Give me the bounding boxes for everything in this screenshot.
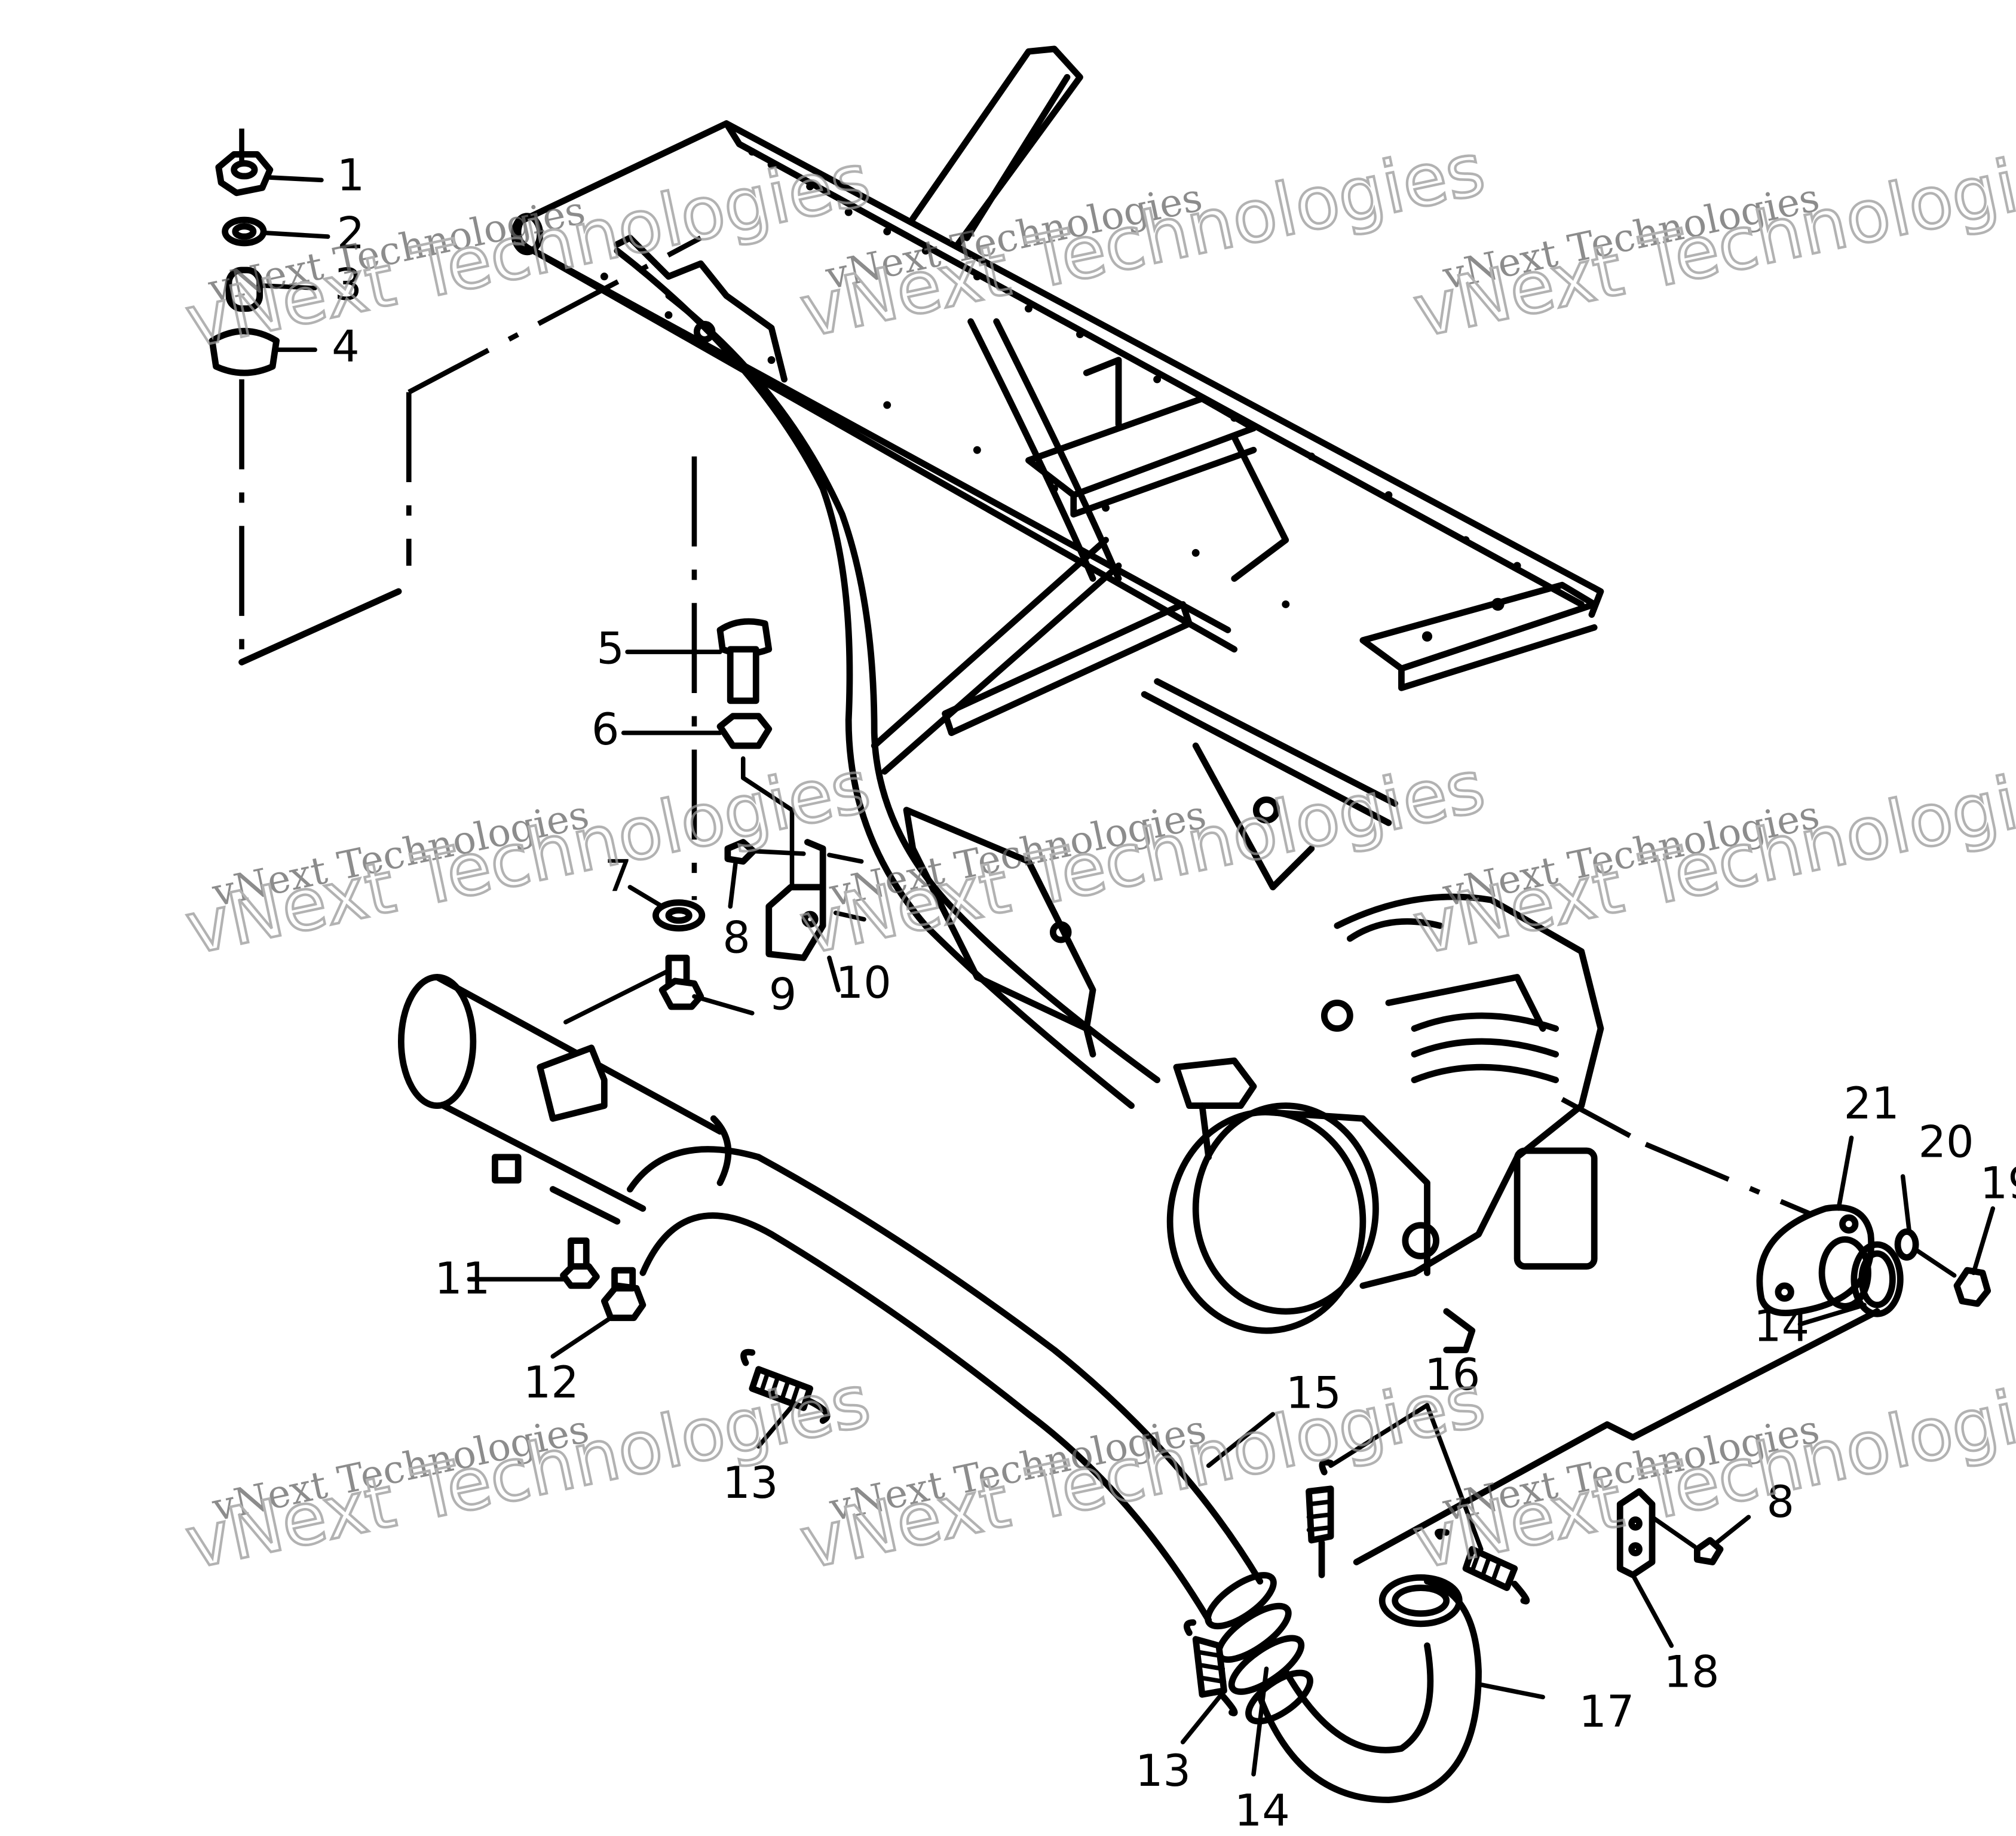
callout-12: 12 [523, 1357, 579, 1408]
callout-4: 4 [332, 321, 360, 372]
muffler-fasteners [560, 1237, 647, 1322]
callout-21: 21 [1844, 1078, 1899, 1129]
callout-6: 6 [592, 704, 620, 755]
watermarks: vNext Technologies vNext Technologies vN… [178, 126, 2016, 1587]
callout-20: 20 [1918, 1117, 1974, 1168]
callout-1: 1 [337, 151, 365, 201]
engine-assembly [1166, 893, 1647, 1353]
callout-17: 17 [1579, 1687, 1634, 1737]
callout-10: 10 [836, 958, 891, 1009]
rear-bracket [1353, 1308, 1880, 1578]
callout-11: 11 [434, 1253, 490, 1304]
callout-7: 7 [604, 851, 632, 902]
callout-labels: 1 2 3 4 5 6 7 8 9 10 11 12 13 13 14 14 1… [332, 151, 2016, 1836]
bracket-hardware [563, 618, 866, 1025]
exhaust-flange [1644, 1142, 1992, 1317]
muffler [397, 974, 732, 1225]
watermark-outline: vNext Technologies [1407, 127, 2016, 354]
callout-14-right: 14 [1754, 1301, 1809, 1351]
mount-hardware-stack [209, 128, 702, 900]
callout-2: 2 [337, 208, 365, 259]
callout-13-upper: 13 [722, 1458, 778, 1509]
callout-18: 18 [1663, 1647, 1719, 1697]
callout-13-lower: 13 [1135, 1746, 1191, 1797]
frame-assembly [511, 45, 1604, 1109]
exhaust-springs [740, 1348, 1530, 1717]
callout-19: 19 [1980, 1158, 2016, 1209]
callout-8-right: 8 [1767, 1477, 1795, 1528]
exhaust-pipe [626, 1146, 1313, 1725]
callout-3: 3 [334, 259, 362, 310]
head-pipe [1257, 1574, 1482, 1804]
callout-9: 9 [769, 969, 797, 1020]
leader-lines [257, 175, 1996, 1777]
callout-15: 15 [1286, 1368, 1341, 1418]
callout-16: 16 [1424, 1350, 1480, 1400]
callout-8: 8 [722, 913, 750, 964]
watermark-outline: vNext Technologies [1407, 744, 2016, 971]
callout-14-lower: 14 [1234, 1786, 1290, 1836]
callout-5: 5 [596, 623, 624, 674]
